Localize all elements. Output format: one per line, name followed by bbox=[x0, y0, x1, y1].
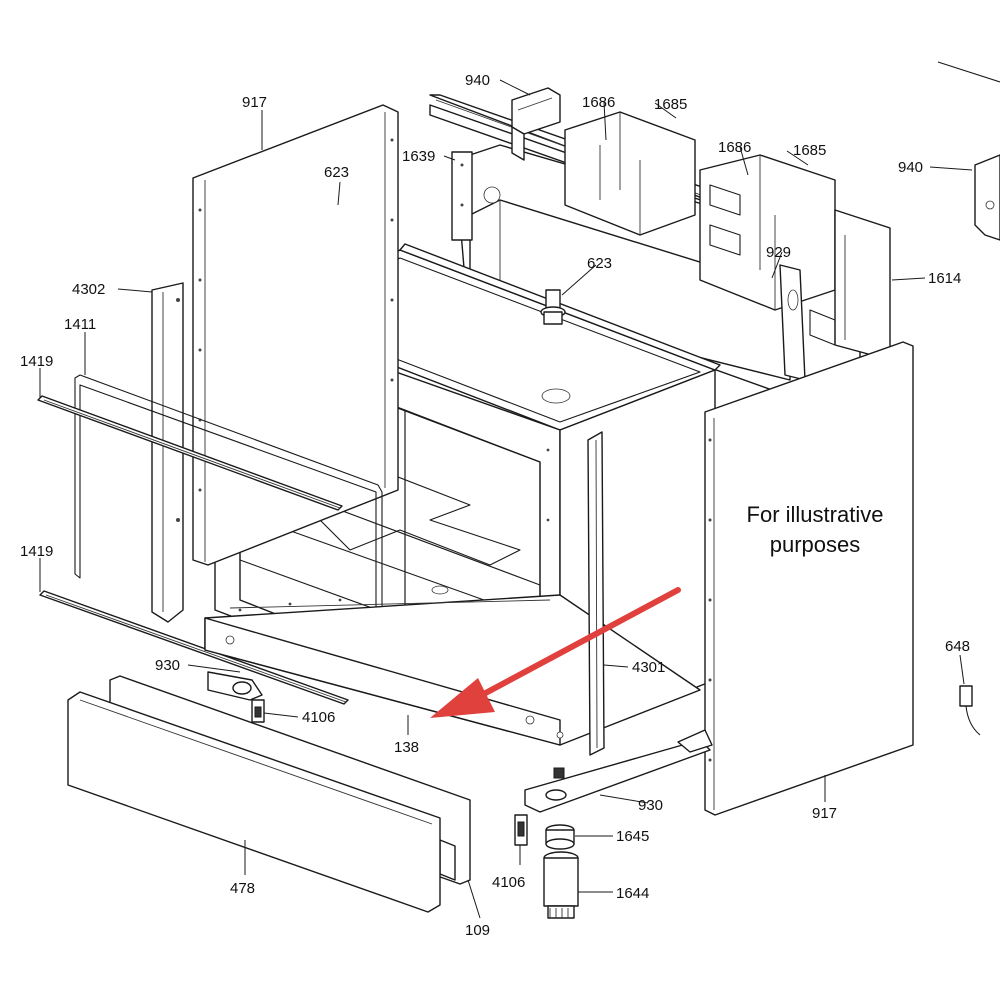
seal-strip-1419-bottom bbox=[39, 590, 349, 705]
hinge-support-930-left bbox=[207, 671, 263, 701]
hinge-4106-right bbox=[514, 814, 528, 846]
callout-1411: 1411 bbox=[64, 316, 96, 333]
leg-bolt bbox=[553, 767, 565, 779]
blower-housing-940-left bbox=[511, 87, 561, 161]
note-line-1: For illustrative bbox=[747, 502, 884, 527]
callout-4302: 4302 bbox=[72, 281, 105, 298]
callout-940-top: 940 bbox=[465, 72, 490, 89]
callout-917-left: 917 bbox=[242, 94, 267, 111]
callout-930-left: 930 bbox=[155, 657, 180, 674]
leader-lines bbox=[39, 79, 973, 919]
sensor-623-cavity bbox=[540, 289, 566, 325]
drawer-front-478 bbox=[67, 691, 441, 913]
duct-1685-a bbox=[564, 111, 696, 236]
callout-623-top: 623 bbox=[324, 164, 349, 181]
front-trim-4301 bbox=[587, 431, 605, 756]
callout-1645: 1645 bbox=[616, 828, 649, 845]
callout-138: 138 bbox=[394, 739, 419, 756]
callout-1644: 1644 bbox=[616, 885, 649, 902]
callout-1685-a: 1685 bbox=[654, 96, 687, 113]
callout-109: 109 bbox=[465, 922, 490, 939]
callout-1419-top: 1419 bbox=[20, 353, 53, 370]
callout-478: 478 bbox=[230, 880, 255, 897]
callout-labels: 917 623 940 1686 1685 1686 1685 1639 940… bbox=[20, 72, 970, 939]
hinge-support-930-right bbox=[524, 729, 713, 813]
callout-1614: 1614 bbox=[928, 270, 961, 287]
wire-connector-648 bbox=[959, 685, 981, 736]
callout-4106-left: 4106 bbox=[302, 709, 335, 726]
rear-bracket-929 bbox=[779, 264, 806, 381]
duct-1685-b bbox=[699, 154, 836, 311]
callout-929: 929 bbox=[766, 244, 791, 261]
callout-1685-b: 1685 bbox=[793, 142, 826, 159]
seal-strip-1419-top bbox=[37, 395, 343, 511]
note-line-2: purposes bbox=[770, 532, 861, 557]
callout-623-cavity: 623 bbox=[587, 255, 612, 272]
callout-940-right: 940 bbox=[898, 159, 923, 176]
callout-1686-b: 1686 bbox=[718, 139, 751, 156]
blower-housing-940-right bbox=[974, 154, 1000, 241]
highlight-arrow bbox=[430, 587, 681, 718]
rear-side-bracket-1639 bbox=[451, 151, 501, 241]
illustrative-note: For illustrative purposes bbox=[747, 502, 884, 557]
callout-1419-bottom: 1419 bbox=[20, 543, 53, 560]
callout-4106-right: 4106 bbox=[492, 874, 525, 891]
leveling-leg-1644 bbox=[543, 851, 579, 919]
right-side-panel-917 bbox=[704, 341, 914, 816]
callout-4301: 4301 bbox=[632, 659, 665, 676]
leg-spacer-1645 bbox=[545, 824, 575, 850]
callout-1686-a: 1686 bbox=[582, 94, 615, 111]
left-side-panel-917 bbox=[192, 104, 399, 566]
callout-930-right: 930 bbox=[638, 797, 663, 814]
hinge-4106-left bbox=[251, 699, 265, 723]
callout-917-right: 917 bbox=[812, 805, 837, 822]
front-trim-4302 bbox=[151, 282, 184, 623]
right-edge-line bbox=[937, 61, 1000, 83]
callout-1639: 1639 bbox=[402, 148, 435, 165]
callout-648: 648 bbox=[945, 638, 970, 655]
